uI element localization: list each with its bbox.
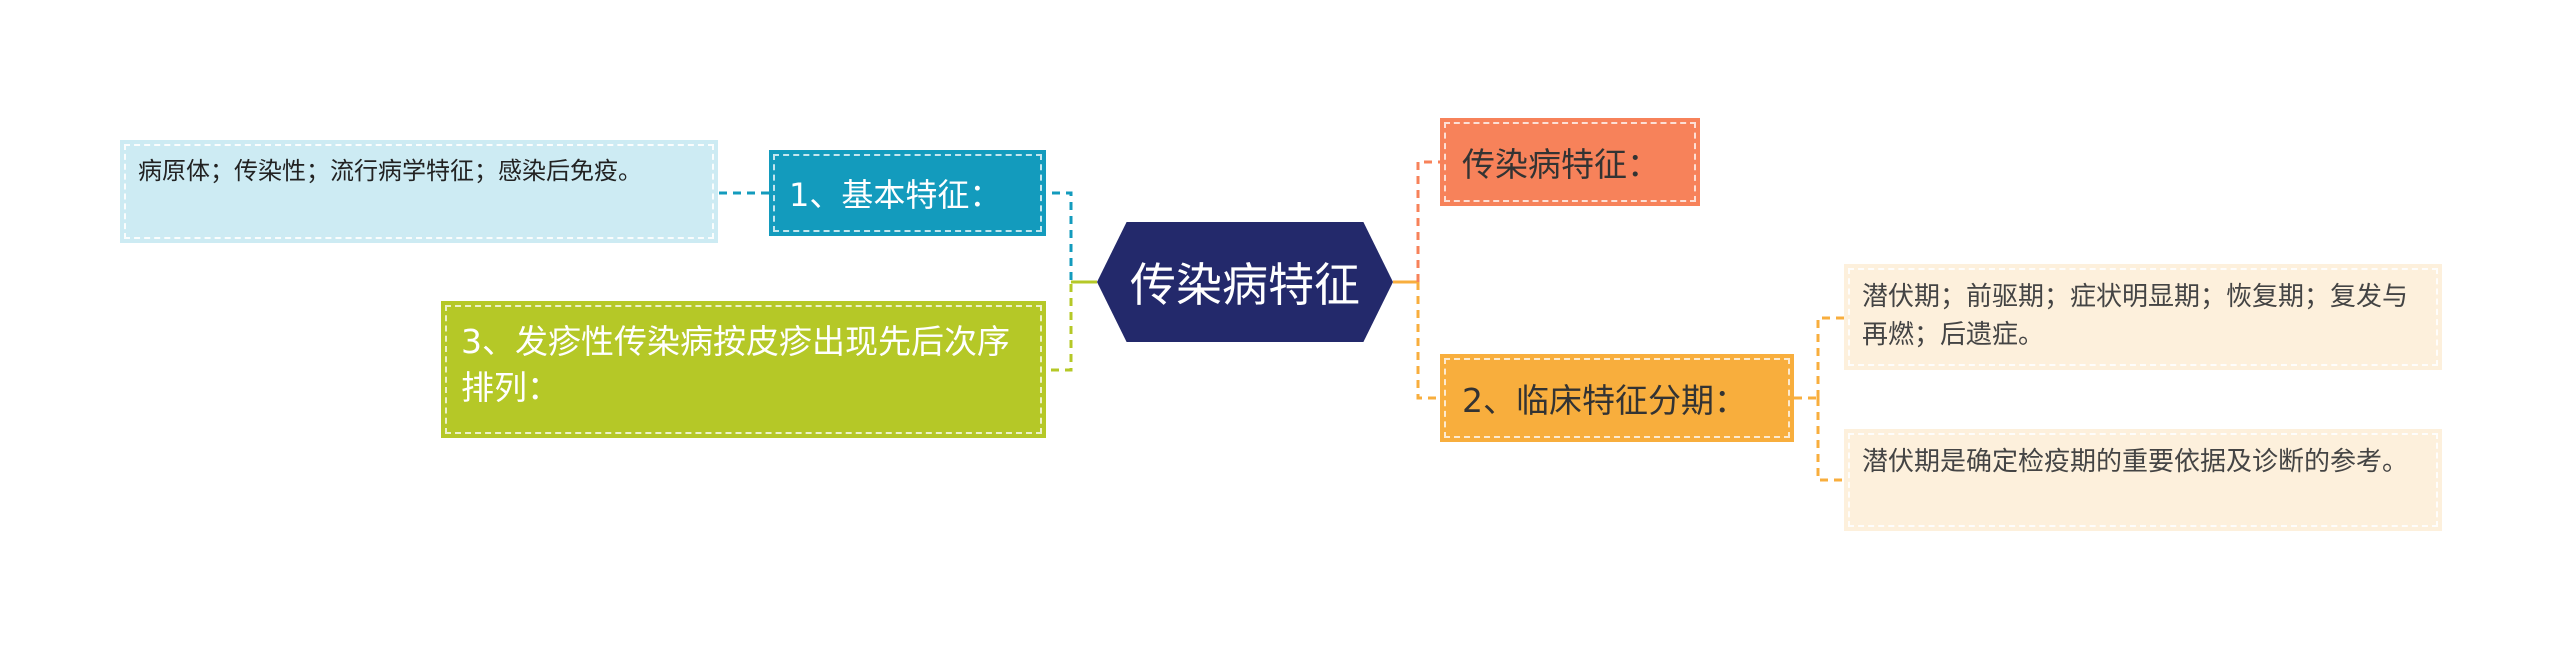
branch-disease-features-label: 传染病特征： <box>1462 145 1660 184</box>
link-stages-d2 <box>1816 398 1844 482</box>
branch-clinical-stages[interactable]: 2、临床特征分期： <box>1440 354 1794 442</box>
link-stages-d1 <box>1816 316 1844 398</box>
link-center-features <box>1416 160 1440 282</box>
branch-basic-features-label: 1、基本特征： <box>789 176 1002 214</box>
link-center-basic <box>1046 191 1097 284</box>
branch-rash-order-label: 3、发疹性传染病按皮疹出现先后次序排列： <box>461 322 1010 407</box>
subtopic-incubation-note-label: 潜伏期是确定检疫期的重要依据及诊断的参考。 <box>1862 447 2409 477</box>
subtopic-basic-detail-label: 病原体；传染性；流行病学特征；感染后免疫。 <box>138 157 642 185</box>
branch-clinical-stages-label: 2、临床特征分期： <box>1462 381 1747 420</box>
link-center-stages <box>1416 282 1440 400</box>
subtopic-basic-detail[interactable]: 病原体；传染性；流行病学特征；感染后免疫。 <box>120 140 718 243</box>
link-center-rash <box>1046 280 1097 372</box>
branch-rash-order[interactable]: 3、发疹性传染病按皮疹出现先后次序排列： <box>441 301 1046 438</box>
central-topic-label: 传染病特征 <box>1130 258 1360 312</box>
subtopic-incubation-note[interactable]: 潜伏期是确定检疫期的重要依据及诊断的参考。 <box>1844 429 2442 531</box>
branch-basic-features[interactable]: 1、基本特征： <box>769 150 1046 236</box>
subtopic-stages-list[interactable]: 潜伏期；前驱期；症状明显期；恢复期；复发与再燃；后遗症。 <box>1844 264 2442 370</box>
central-topic[interactable]: 传染病特征 <box>1097 222 1393 342</box>
subtopic-stages-list-label: 潜伏期；前驱期；症状明显期；恢复期；复发与再燃；后遗症。 <box>1862 282 2409 350</box>
branch-disease-features[interactable]: 传染病特征： <box>1440 118 1700 206</box>
